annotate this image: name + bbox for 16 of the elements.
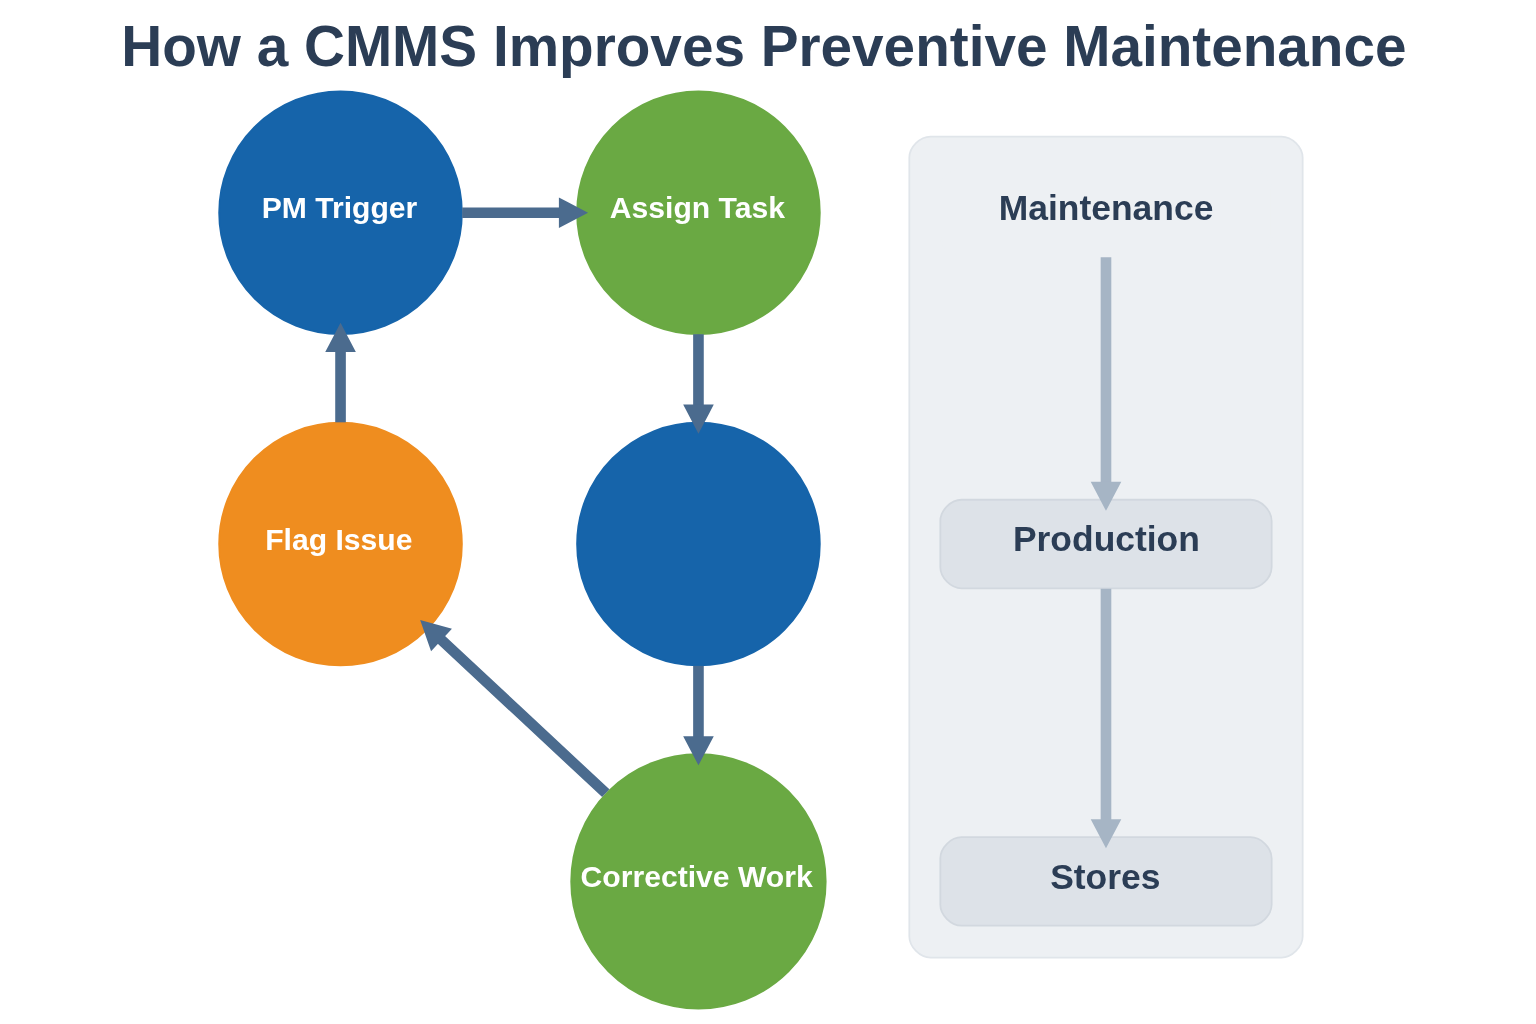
node-text: Maintenance: [998, 187, 1214, 228]
node-circle: Flag Issue: [218, 421, 463, 667]
arrow: [420, 620, 610, 798]
arrow: [1090, 588, 1122, 849]
arrow: [683, 334, 714, 434]
arrow: [325, 322, 356, 423]
node-box: Production: [939, 498, 1273, 590]
node-circle: PM Trigger: [218, 90, 463, 335]
node-circle: [576, 421, 821, 667]
arrow: [1090, 257, 1122, 511]
node-box: Stores: [939, 836, 1273, 927]
arrow: [683, 665, 714, 766]
node-circle: Corrective Work: [570, 753, 827, 1010]
node-circle: Assign Task: [576, 90, 821, 335]
arrow: [462, 197, 589, 228]
diagram-title: How a CMMS Improves Preventive Maintenance: [121, 14, 1407, 78]
